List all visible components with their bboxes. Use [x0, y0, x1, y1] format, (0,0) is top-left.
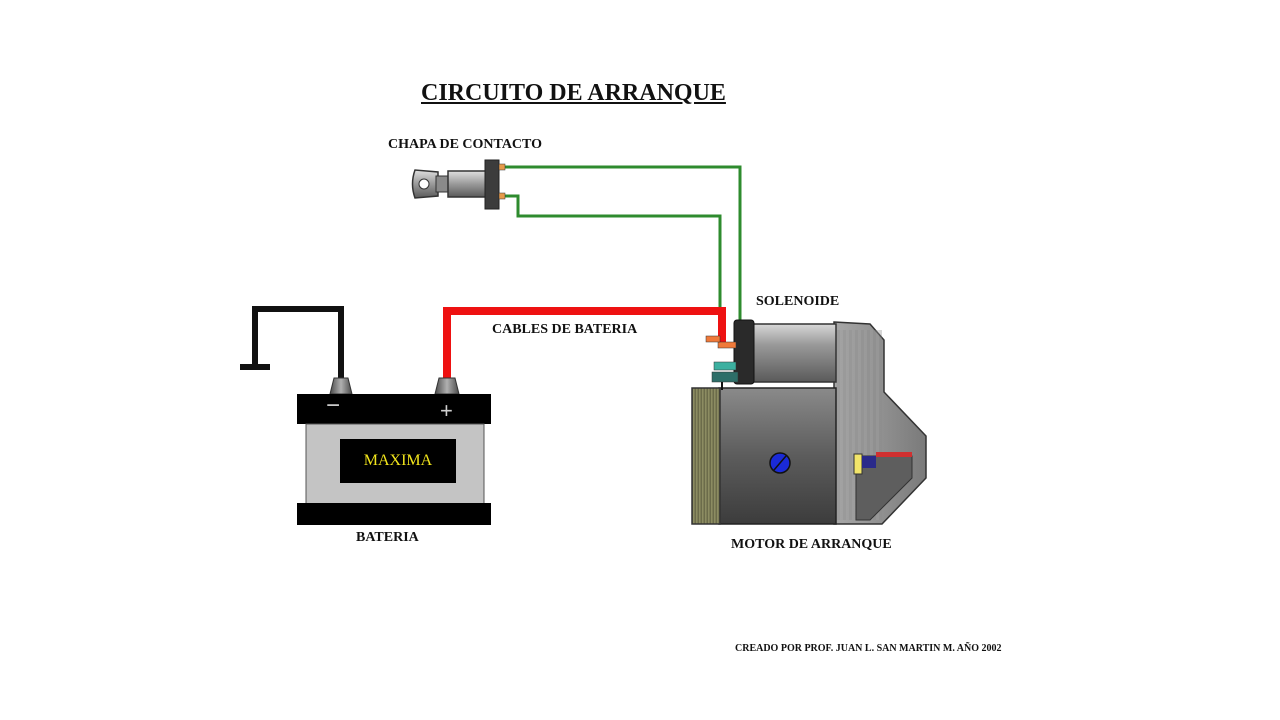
- battery-label: BATERIA: [356, 530, 419, 545]
- battery-cables-label: CABLES DE BATERIA: [492, 322, 638, 337]
- control-wires: [500, 165, 742, 334]
- starter-motor: [691, 321, 927, 525]
- positive-battery-cable: [443, 307, 726, 378]
- ground-cable: [252, 306, 344, 378]
- ignition-switch-label: CHAPA DE CONTACTO: [388, 137, 543, 152]
- ignition-switch: [411, 159, 506, 210]
- author-credit: CREADO POR PROF. JUAN L. SAN MARTIN M. A…: [735, 643, 1002, 654]
- battery-brand-label: MAXIMA: [363, 452, 433, 469]
- control-wire-lower: [500, 194, 722, 334]
- solenoid-label: SOLENOIDE: [756, 294, 840, 309]
- starter-motor-label: MOTOR DE ARRANQUE: [731, 537, 892, 552]
- battery: [297, 377, 491, 525]
- control-wire-upper: [500, 165, 742, 334]
- ground-symbol: [240, 364, 270, 370]
- diagram-title: CIRCUITO DE ARRANQUE: [421, 80, 726, 106]
- battery-negative-symbol: −: [326, 392, 341, 419]
- solenoid: [705, 319, 837, 390]
- battery-positive-symbol: +: [440, 398, 453, 423]
